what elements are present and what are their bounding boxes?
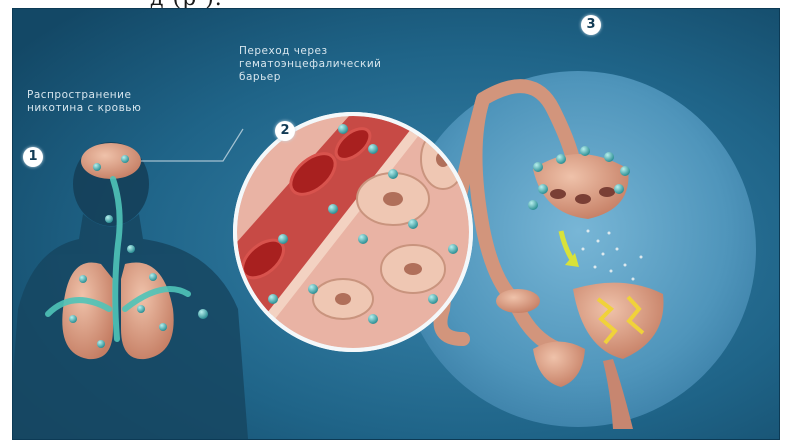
step-1-badge: 1 <box>23 147 43 167</box>
illustration-canvas <box>13 9 779 439</box>
brain <box>81 143 141 179</box>
terminal-left <box>496 289 540 313</box>
step-2-caption: Переход через гематоэнцефалический барье… <box>239 45 381 84</box>
step-1-caption: Распространение никотина с кровью <box>27 89 141 115</box>
step-3-badge: 3 <box>581 15 601 35</box>
step-2-badge: 2 <box>275 121 295 141</box>
nicotine-pathway-illustration: 1 Распространение никотина с кровью 2 Пе… <box>12 8 780 440</box>
